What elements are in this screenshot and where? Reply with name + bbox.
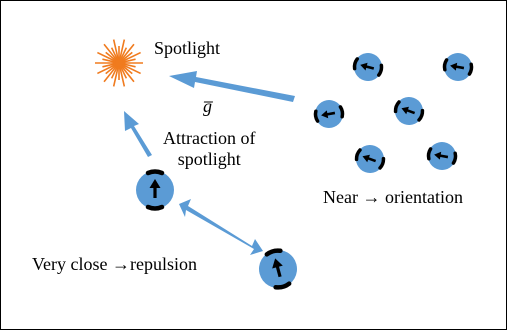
spotlight-ray bbox=[102, 62, 118, 68]
spotlight-label: Spotlight bbox=[154, 38, 221, 58]
spotlight-ray bbox=[102, 58, 118, 64]
spotlight-ray bbox=[120, 58, 136, 64]
group-attraction-arrow bbox=[169, 71, 295, 102]
spotlight-ray bbox=[119, 43, 135, 62]
spotlight-ray bbox=[112, 39, 120, 62]
spotlight-ray bbox=[97, 51, 118, 63]
repulsion-double-arrow bbox=[179, 199, 263, 255]
attraction-label-line2: spotlight bbox=[177, 148, 241, 169]
spotlight-ray bbox=[119, 64, 135, 83]
spotlight-ray bbox=[110, 47, 119, 62]
spotlight-ray bbox=[119, 64, 128, 79]
spotlight-ray bbox=[120, 62, 136, 68]
spotlight-ray bbox=[118, 64, 126, 87]
spotlight-core bbox=[115, 59, 123, 67]
robot-group bbox=[311, 48, 476, 179]
spotlight-starburst-icon bbox=[95, 39, 143, 87]
spotlight-ray bbox=[112, 64, 120, 87]
group-robot bbox=[424, 138, 460, 174]
repulsion-label: Very close →repulsion bbox=[32, 254, 197, 274]
spotlight-ray bbox=[97, 63, 118, 75]
group-robot bbox=[440, 49, 476, 85]
group-robot bbox=[389, 91, 429, 131]
attraction-label: Attraction of spotlight bbox=[163, 128, 255, 169]
spotlight-ray bbox=[118, 39, 126, 62]
spotlight-ray bbox=[120, 63, 141, 75]
group-robot bbox=[311, 96, 347, 132]
spotlight-ray bbox=[120, 51, 133, 63]
spotlight-ray bbox=[103, 64, 119, 83]
mean-heading-label: g̅ bbox=[203, 96, 212, 116]
repelled-robot bbox=[255, 246, 302, 293]
lone-robot bbox=[136, 171, 174, 209]
spotlight-ray bbox=[120, 63, 133, 75]
spotlight-ray bbox=[110, 64, 119, 79]
spotlight-ray bbox=[105, 51, 118, 63]
robot-attraction-arrow bbox=[124, 111, 152, 157]
spotlight-ray bbox=[105, 63, 118, 75]
spotlight-ray bbox=[120, 51, 141, 63]
spotlight-ray bbox=[119, 47, 128, 62]
spotlight-ray bbox=[103, 43, 119, 62]
attraction-label-line1: Attraction of bbox=[163, 128, 256, 148]
orientation-label: Near → orientation bbox=[323, 187, 463, 207]
group-robot bbox=[349, 48, 387, 86]
group-robot bbox=[350, 139, 390, 179]
